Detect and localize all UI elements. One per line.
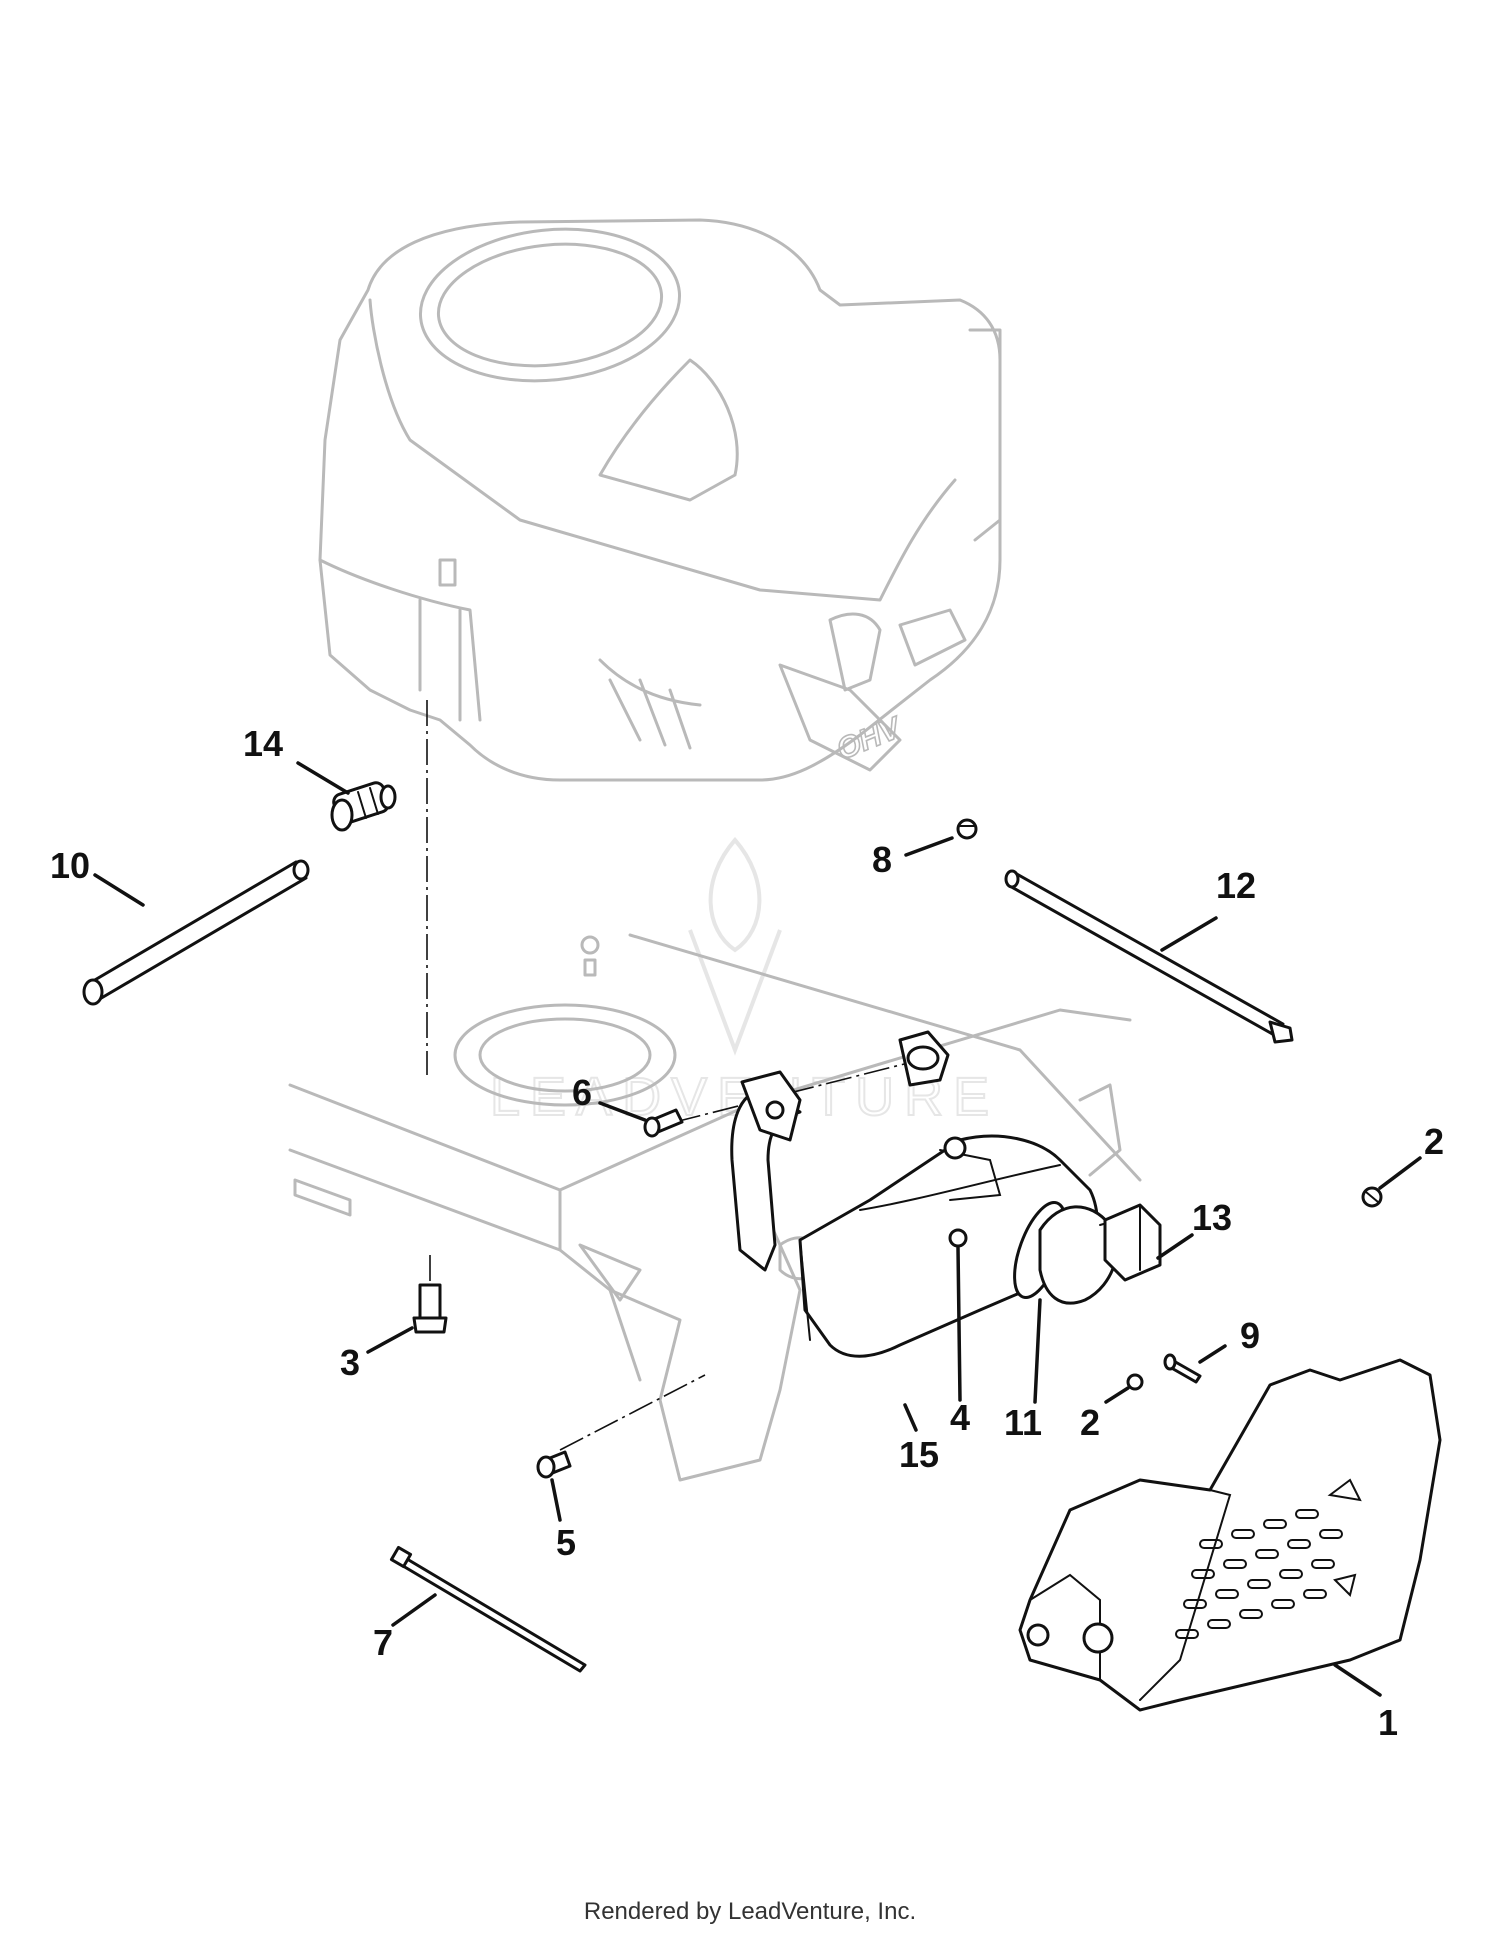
- part-13-spark-arrestor: [1103, 1203, 1162, 1282]
- callout-8: 8: [872, 839, 892, 880]
- part-2-screw-lower: [1126, 1373, 1144, 1391]
- leader-9: [1198, 1344, 1227, 1364]
- leader-7: [391, 1593, 437, 1627]
- callout-1: 1: [1378, 1702, 1398, 1743]
- callout-5: 5: [556, 1522, 576, 1563]
- part-8-nut: [956, 818, 978, 840]
- callout-labels: 14 10 8 12 6 2 13 3 9 4 11 2 15 5 7 1: [50, 723, 1444, 1743]
- part-9-screw: [1163, 1353, 1202, 1384]
- leader-1: [1333, 1663, 1382, 1697]
- part-5-bolt: [536, 1450, 572, 1479]
- leader-8: [904, 836, 954, 857]
- part-2-screw-upper: [1361, 1186, 1383, 1208]
- callout-3: 3: [340, 1342, 360, 1383]
- part-1-muffler-guard: [1018, 1358, 1442, 1712]
- part-12-rod: [1004, 869, 1294, 1044]
- callout-12: 12: [1216, 865, 1256, 906]
- leader-10: [93, 873, 145, 907]
- leader-lines: [93, 761, 1422, 1697]
- exhaust-pipe: [730, 1030, 950, 1272]
- guard-vent-slots: [1175, 1478, 1362, 1639]
- leader-3: [366, 1326, 414, 1354]
- leader-13: [1156, 1233, 1194, 1260]
- callout-9: 9: [1240, 1315, 1260, 1356]
- callout-14: 14: [243, 723, 283, 764]
- callout-13: 13: [1192, 1197, 1232, 1238]
- leader-6: [598, 1101, 647, 1122]
- leader-14: [296, 761, 350, 795]
- leader-5: [550, 1478, 562, 1522]
- bolt-5-alignment-line: [559, 1374, 706, 1451]
- leader-15: [903, 1403, 918, 1432]
- leader-12: [1160, 916, 1218, 952]
- leader-2-lower: [1104, 1386, 1130, 1404]
- callout-2-lower: 2: [1080, 1402, 1100, 1443]
- part-6-bolt: [643, 1108, 684, 1138]
- part-4-nut: [948, 1228, 968, 1248]
- footer-credit: Rendered by LeadVenture, Inc.: [583, 1898, 917, 1925]
- part-7-cable-tie: [389, 1545, 587, 1673]
- callout-15: 15: [899, 1434, 939, 1475]
- leader-4: [956, 1246, 962, 1402]
- engine-ghost: OHV: [318, 218, 1002, 782]
- part-3-bolt: [412, 1283, 448, 1334]
- callout-4: 4: [950, 1397, 970, 1438]
- callout-10: 10: [50, 845, 90, 886]
- leader-11: [1033, 1298, 1042, 1404]
- bolt-6-alignment-line: [674, 1059, 921, 1123]
- callout-7: 7: [373, 1622, 393, 1663]
- callout-2-upper: 2: [1424, 1121, 1444, 1162]
- part-10-fuel-tube: [82, 859, 310, 1006]
- leader-2-upper: [1378, 1156, 1422, 1190]
- callout-11: 11: [1004, 1402, 1042, 1443]
- callout-6: 6: [572, 1072, 592, 1113]
